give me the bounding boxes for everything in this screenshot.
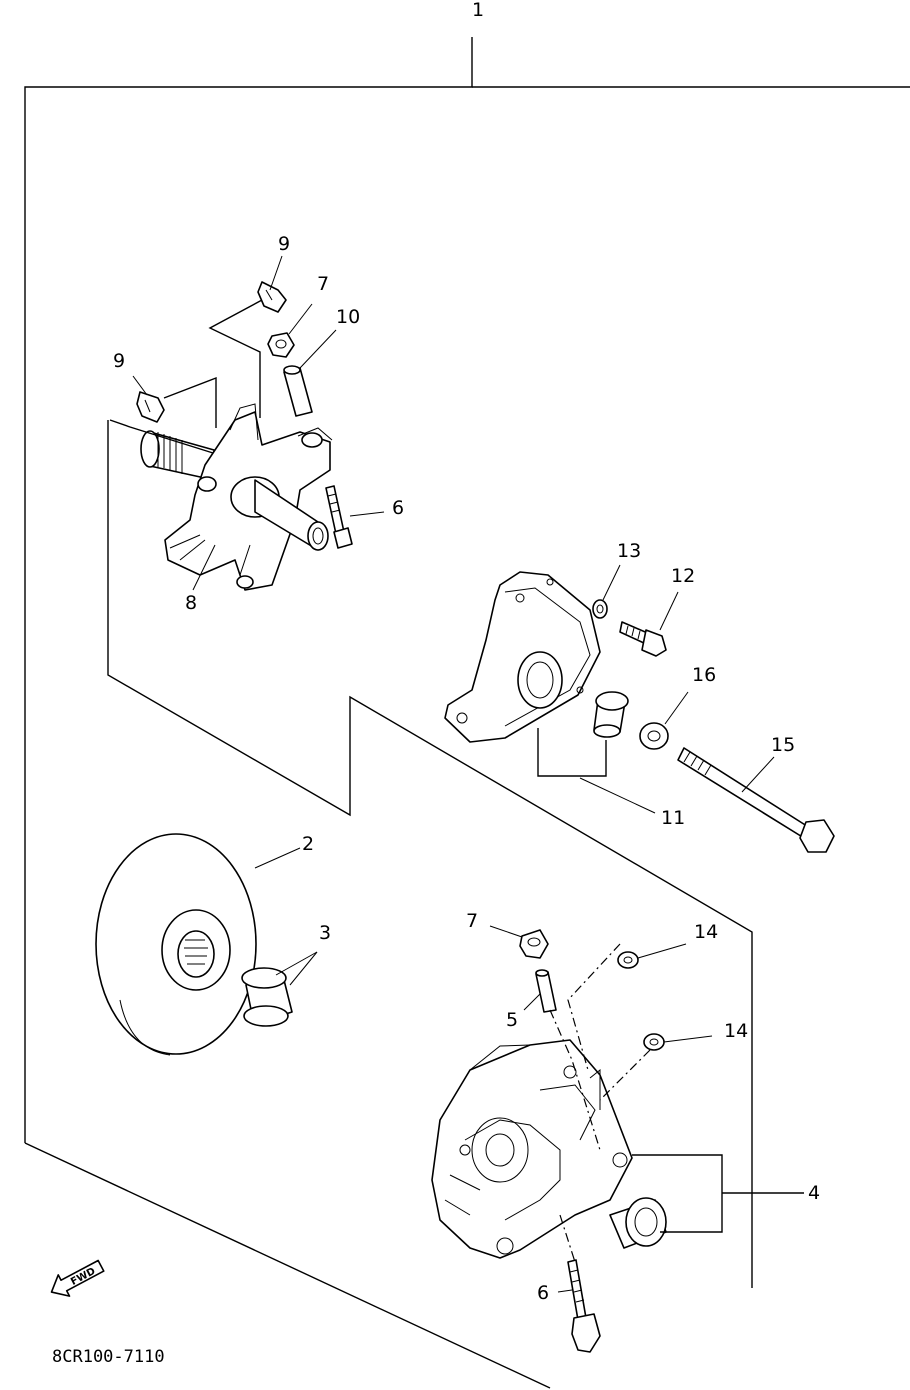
forward-direction-arrow: FWD: [50, 1259, 105, 1297]
callout-8: 8: [185, 592, 197, 614]
callout-6-lower: 6: [537, 1282, 549, 1304]
nut-upper: [267, 332, 295, 358]
housing-assembly: [431, 1039, 667, 1259]
callout-3: 3: [319, 922, 331, 944]
callout-9-left: 9: [113, 350, 125, 372]
pin-5: [535, 969, 557, 1013]
callout-2: 2: [302, 833, 314, 855]
bolt-upper: [325, 485, 353, 549]
washer-13: [592, 599, 608, 619]
washer-16: [639, 722, 669, 750]
callout-5: 5: [506, 1009, 518, 1031]
callout-9-upper: 9: [278, 233, 290, 255]
roller-pin: [283, 365, 313, 417]
callout-1: 1: [472, 0, 484, 21]
movable-sheave: [95, 833, 257, 1056]
leader-lines: [132, 255, 775, 1293]
callout-4: 4: [808, 1182, 820, 1204]
callout-10: 10: [336, 306, 360, 328]
bolt-lower: [567, 1259, 601, 1353]
callout-15: 15: [771, 734, 795, 756]
callout-16: 16: [692, 664, 716, 686]
callout-14-upper: 14: [694, 921, 718, 943]
callout-12: 12: [671, 565, 695, 587]
assembly-centerlines: [549, 943, 651, 1263]
washer-14-lower: [643, 1033, 665, 1051]
slider-shoe-upper: [257, 281, 287, 313]
nut-lower: [519, 929, 549, 959]
callout-13: 13: [617, 540, 641, 562]
long-bolt-15: [677, 747, 835, 853]
callout-11: 11: [661, 807, 685, 829]
bolt-12: [619, 621, 667, 657]
callout-7-upper: 7: [317, 273, 329, 295]
callout-7-lower: 7: [466, 910, 478, 932]
callout-14-lower: 14: [724, 1020, 748, 1042]
slider-shoe-left: [136, 391, 165, 423]
cover-assembly: [444, 571, 629, 777]
diagram-reference-code: 8CR100-7110: [52, 1347, 165, 1367]
callout-6-upper: 6: [392, 497, 404, 519]
washer-14-upper: [617, 951, 639, 969]
spider-hub-assembly: [140, 403, 333, 591]
sheave-bushing: [241, 967, 293, 1027]
assembly-frame: [24, 37, 910, 1389]
